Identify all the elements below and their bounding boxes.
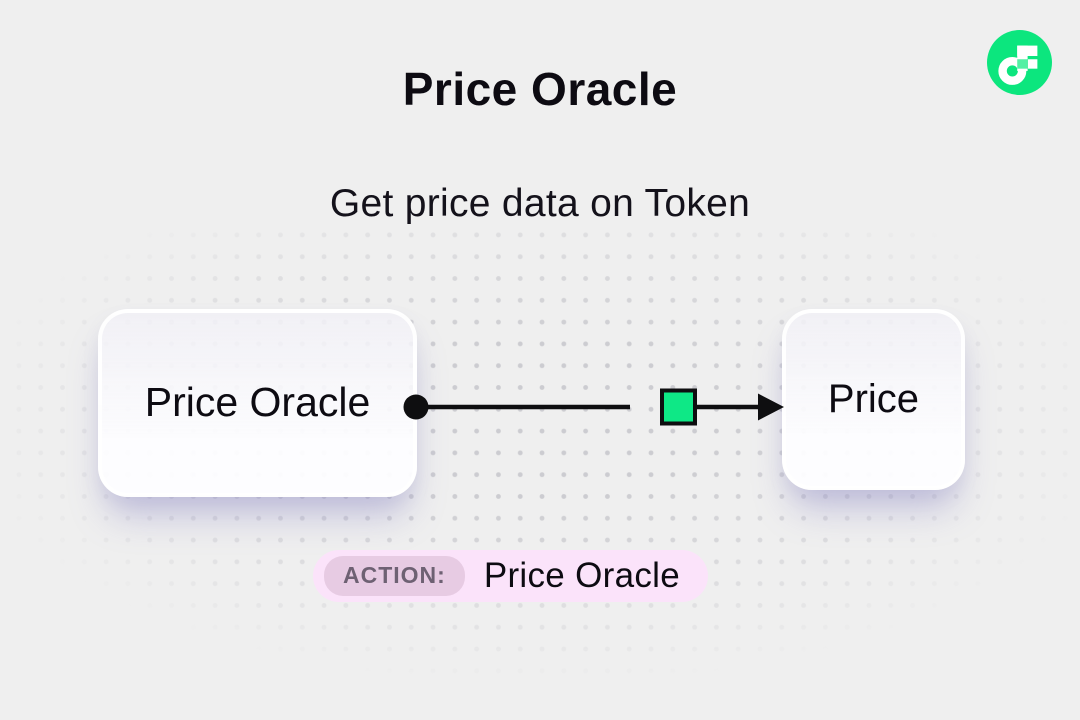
flow-logo-svg [987, 30, 1052, 95]
node-price-oracle-label: Price Oracle [144, 379, 371, 426]
action-pill: ACTION: Price Oracle [313, 550, 708, 602]
node-price-oracle[interactable]: Price Oracle [98, 309, 417, 497]
connector-arrowhead-icon [758, 393, 784, 421]
page-subtitle: Get price data on Token [329, 182, 751, 225]
flow-logo-icon [987, 30, 1052, 95]
connector-arrow [403, 388, 784, 426]
node-price-label: Price [827, 377, 920, 421]
node-price[interactable]: Price [782, 309, 965, 490]
action-badge: ACTION: [324, 556, 465, 596]
connector-start-dot[interactable] [403, 394, 429, 420]
connector-handle[interactable] [660, 388, 697, 426]
page-title: Price Oracle [402, 63, 678, 115]
action-name: Price Oracle [483, 556, 680, 595]
